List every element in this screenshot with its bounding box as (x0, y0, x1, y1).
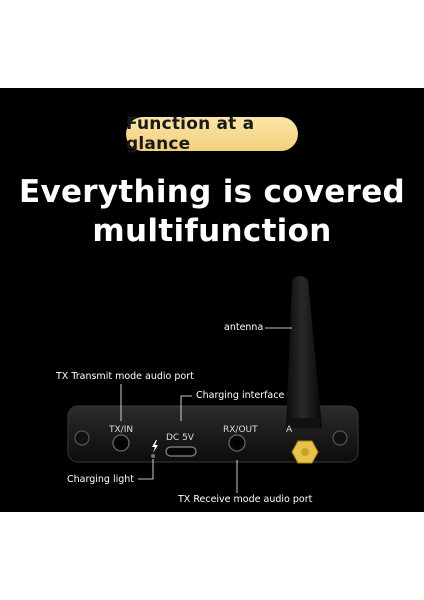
antenna-rod (286, 276, 322, 428)
antenna-partial-label: A (286, 425, 293, 435)
headline-line-1: Everything is covered (18, 174, 406, 210)
device-illustration: TX/IN DC 5V RX/OUT A (67, 276, 359, 493)
dc-label: DC 5V (166, 433, 195, 443)
callout-antenna: antenna (224, 322, 264, 333)
product-panel: Function at a glance Everything is cover… (0, 88, 424, 512)
device-body (67, 405, 359, 463)
screw-left (74, 430, 90, 446)
tx-in-label: TX/IN (108, 425, 133, 435)
function-badge: Function at a glance (126, 114, 298, 154)
headline-line-2: multifunction (92, 213, 332, 249)
usb-c-port (165, 446, 197, 457)
screw-right (332, 430, 348, 446)
lightning-icon (152, 440, 158, 453)
rx-out-label: RX/OUT (223, 425, 258, 435)
charging-light-dot (151, 454, 155, 458)
callout-rx-port: TX Receive mode audio port (178, 494, 313, 505)
callout-charging-light: Charging light (67, 474, 135, 485)
callout-charging-interface: Charging interface (196, 390, 285, 401)
callout-tx-port: TX Transmit mode audio port (56, 371, 194, 382)
